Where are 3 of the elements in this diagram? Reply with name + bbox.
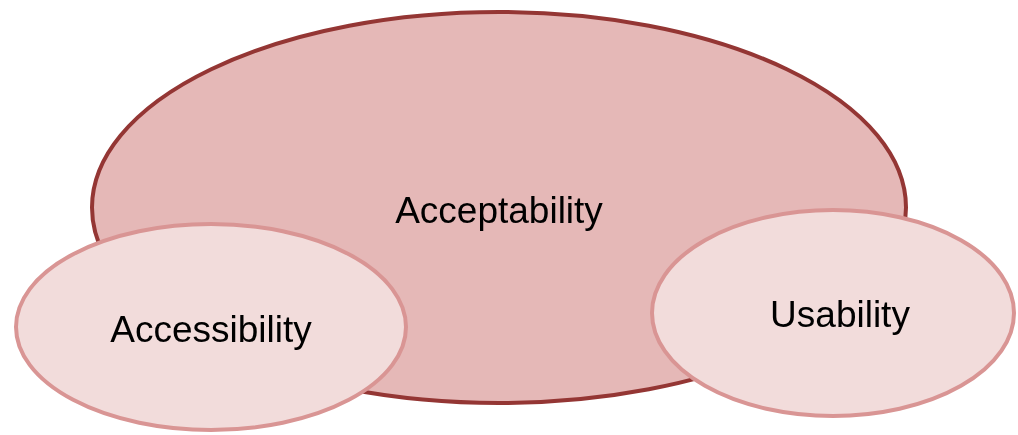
ellipse-label: Accessibility: [110, 309, 312, 351]
ellipse-label: Acceptability: [395, 189, 603, 232]
ellipse-label: Usability: [770, 294, 910, 336]
